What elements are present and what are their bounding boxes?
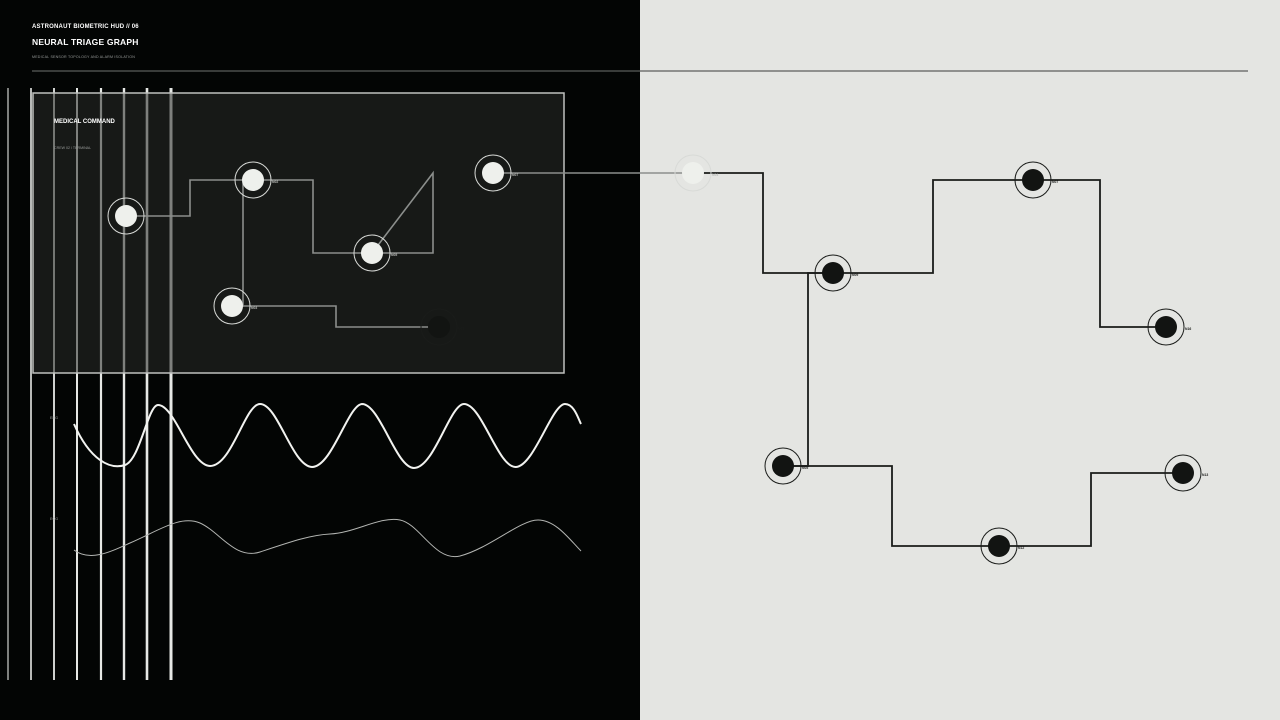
graph-edge: [1033, 179, 1166, 328]
graph-node-core: [428, 316, 450, 338]
graph-node-ring: [234, 161, 272, 199]
graph-node-core: [221, 295, 243, 317]
ecg-waveform: [73, 518, 582, 558]
graph-node-label: N09: [852, 273, 858, 277]
graph-node-label: N12: [1018, 546, 1024, 550]
graph-node[interactable]: N07: [420, 308, 464, 346]
graph-node[interactable]: N16: [1147, 308, 1191, 346]
graph-node-ring: [764, 447, 802, 485]
graph-node-ring: [107, 197, 145, 235]
graph-node-label: N05: [802, 466, 808, 470]
panel-subtitle: CREW 02 / TERMINAL: [54, 146, 92, 150]
graph-node-core: [822, 262, 844, 284]
graph-node-core: [988, 535, 1010, 557]
graph-node-label: N13: [1202, 473, 1208, 477]
graph-node-core: [115, 205, 137, 227]
graph-node[interactable]: N09: [814, 254, 858, 292]
graph-node-label: N07: [458, 327, 464, 331]
graph-node-ring: [213, 287, 251, 325]
graph-node-ring: [674, 154, 712, 192]
page-title: NEURAL TRIAGE GRAPH: [32, 37, 139, 47]
graph-node[interactable]: N02: [234, 161, 278, 199]
graph-node[interactable]: N13: [1164, 454, 1208, 492]
graph-node[interactable]: N03: [213, 287, 257, 325]
graph-node[interactable]: N07: [1014, 161, 1058, 199]
graph-edge: [232, 305, 439, 328]
header-block: ASTRONAUT BIOMETRIC HUD // 06 NEURAL TRI…: [32, 22, 139, 59]
graph-node-ring: [814, 254, 852, 292]
panel-title: MEDICAL COMMAND: [54, 119, 115, 125]
ecg-trace-label: ECG: [50, 517, 59, 521]
header-kicker: ASTRONAUT BIOMETRIC HUD // 06: [32, 24, 139, 30]
graph-edge: [126, 179, 253, 217]
graph-node-core: [682, 162, 704, 184]
eeg-waveform: [73, 402, 582, 470]
light-half-background: [640, 0, 1280, 720]
graph-node-core: [242, 169, 264, 191]
graph-node-label: N05: [391, 253, 397, 257]
graph-node-label: N03: [251, 306, 257, 310]
graph-edge: [999, 472, 1183, 547]
graph-node-label: N04: [712, 173, 718, 177]
graph-node-core: [1172, 462, 1194, 484]
graph-node-label: N07: [512, 173, 518, 177]
graph-node-label: N07: [1052, 180, 1058, 184]
graph-node[interactable]: N07: [474, 154, 518, 192]
graph-node-core: [772, 455, 794, 477]
eeg-trace-label: EEG: [50, 416, 59, 420]
graph-edge: [783, 272, 833, 467]
graph-node-label: N02: [272, 180, 278, 184]
graph-node-ring: [1014, 161, 1052, 199]
header-subtitle: MEDICAL SENSOR TOPOLOGY AND ALARM ISOLAT…: [32, 55, 136, 59]
graph-node[interactable]: [107, 197, 145, 235]
graph-node[interactable]: N05: [353, 234, 397, 272]
graph-edge: [693, 172, 833, 274]
graph-node-ring: [474, 154, 512, 192]
graph-node-ring: [1147, 308, 1185, 346]
graph-node-core: [361, 242, 383, 264]
medical-command-panel: [32, 92, 565, 374]
graph-node[interactable]: N04: [674, 154, 718, 192]
graph-node[interactable]: N12: [980, 527, 1024, 565]
graph-node-core: [482, 162, 504, 184]
graph-node-ring: [1164, 454, 1202, 492]
graph-node-label: N16: [1185, 327, 1191, 331]
graph-node-ring: [980, 527, 1018, 565]
graph-node-ring: [353, 234, 391, 272]
graph-edge: [833, 179, 1033, 274]
graph-node[interactable]: N05: [764, 447, 808, 485]
graph-node-ring: [420, 308, 458, 346]
graph-edge: [783, 465, 999, 547]
graph-node-core: [1155, 316, 1177, 338]
graph-node-core: [1022, 169, 1044, 191]
